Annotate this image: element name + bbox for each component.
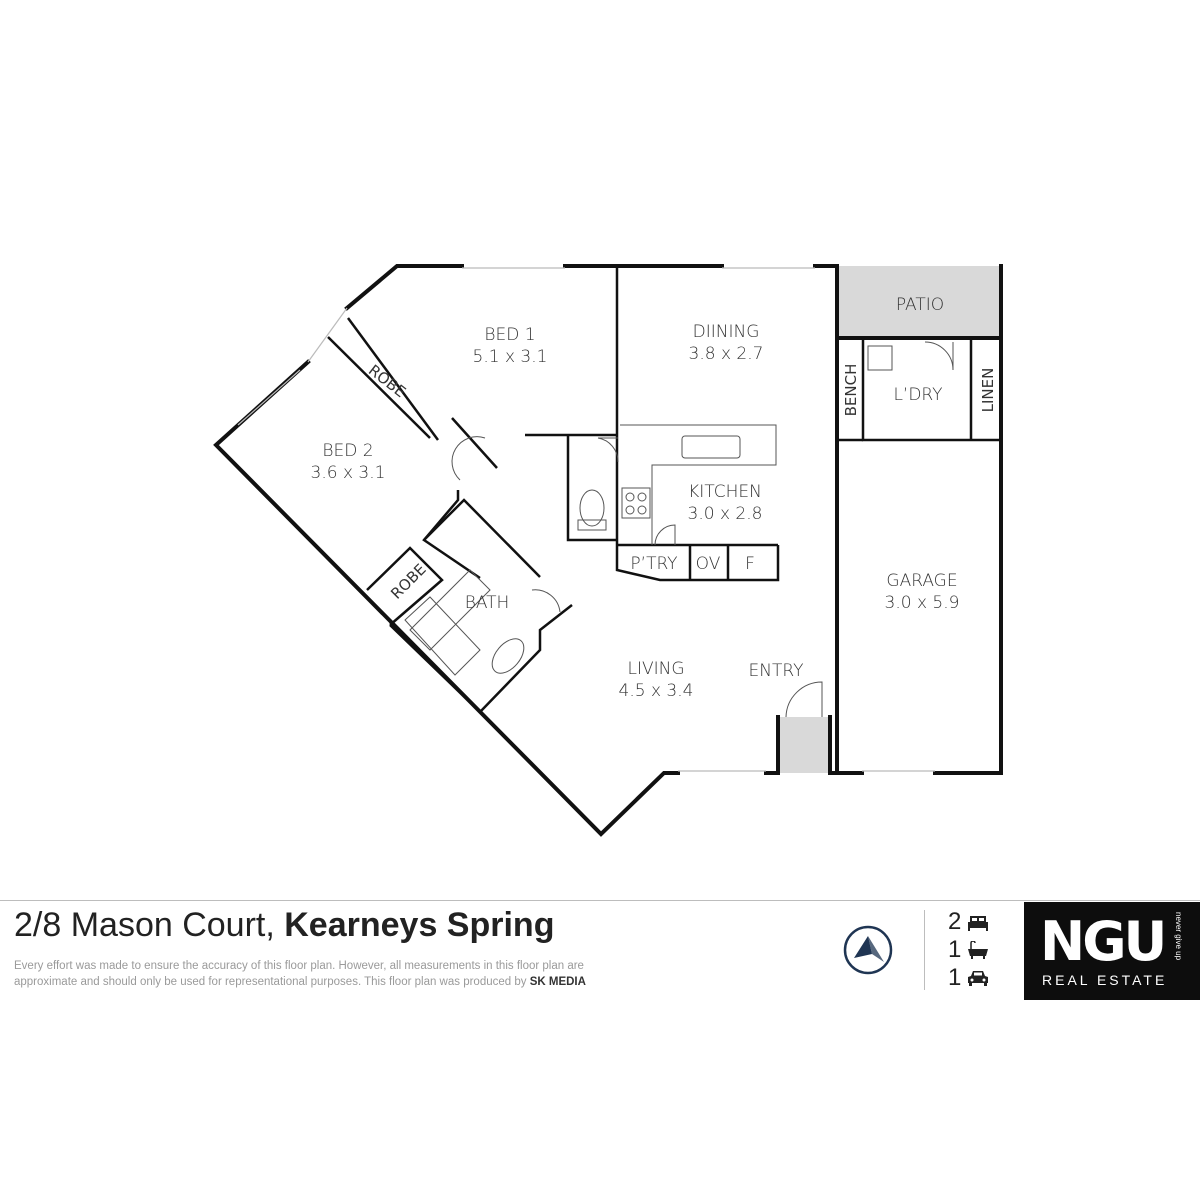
- street-address: 2/8 Mason Court,: [14, 906, 275, 944]
- producer: SK MEDIA: [529, 976, 586, 988]
- bath-icon: [968, 941, 989, 959]
- floor-plan: BED 1 5.1 x 3.1 BED 2 3.6 x 3.1 DIINING …: [213, 264, 1003, 837]
- bathroom-count: 1: [948, 936, 989, 964]
- kitchen-size: 3.0 x 2.8: [688, 504, 763, 524]
- exterior-walls: [213, 264, 1003, 837]
- patio-area: [837, 266, 1001, 338]
- fridge-label: F: [745, 554, 755, 574]
- fixtures: [404, 341, 954, 718]
- laundry-label: L’DRY: [893, 385, 942, 405]
- disclaimer-text: Every effort was made to ensure the accu…: [14, 960, 584, 988]
- bench-label: BENCH: [842, 364, 860, 417]
- living-name: LIVING: [627, 659, 684, 679]
- entry-porch-area: [778, 717, 830, 773]
- disclaimer: Every effort was made to ensure the accu…: [14, 958, 614, 990]
- footer: 2/8 Mason Court, Kearneys Spring Every e…: [0, 900, 1200, 1010]
- kitchen-name: KITCHEN: [688, 482, 762, 502]
- garage-size: 3.0 x 5.9: [885, 593, 960, 613]
- bed1-size: 5.1 x 3.1: [473, 347, 548, 367]
- logo-mark: NGU: [1040, 910, 1167, 973]
- bathroom-count-value: 1: [948, 936, 962, 963]
- bed2-size: 3.6 x 3.1: [311, 463, 386, 483]
- compass-icon: [843, 925, 893, 975]
- logo-subtitle: REAL ESTATE: [1042, 972, 1168, 988]
- oven-label: OV: [696, 554, 721, 574]
- bed1-name: BED 1: [484, 325, 535, 345]
- logo-tagline: never give up: [1174, 912, 1183, 961]
- bedroom-count: 2: [948, 908, 989, 936]
- bed-icon: [968, 916, 989, 931]
- bed2-name: BED 2: [322, 441, 373, 461]
- garage-name: GARAGE: [886, 571, 957, 591]
- footer-divider: [924, 910, 925, 990]
- car-space-count-value: 1: [948, 964, 962, 991]
- car-icon: [968, 971, 989, 986]
- agency-logo: NGU never give up REAL ESTATE: [1024, 902, 1200, 1000]
- property-address: 2/8 Mason Court, Kearneys Spring: [14, 906, 554, 945]
- bedroom-count-value: 2: [948, 908, 962, 935]
- patio-label: PATIO: [896, 295, 944, 315]
- bath-label: BATH: [465, 593, 510, 613]
- dining-name: DIINING: [693, 322, 760, 342]
- pantry-label: P’TRY: [630, 554, 677, 574]
- entry-label: ENTRY: [749, 661, 804, 681]
- dining-size: 3.8 x 2.7: [689, 344, 764, 364]
- windows: [237, 267, 935, 772]
- interior-walls: [327, 266, 1001, 713]
- suburb: Kearneys Spring: [284, 906, 555, 944]
- linen-label: LINEN: [979, 368, 997, 413]
- car-space-count: 1: [948, 964, 989, 992]
- footer-rule: [0, 900, 1200, 901]
- living-size: 4.5 x 3.4: [619, 681, 694, 701]
